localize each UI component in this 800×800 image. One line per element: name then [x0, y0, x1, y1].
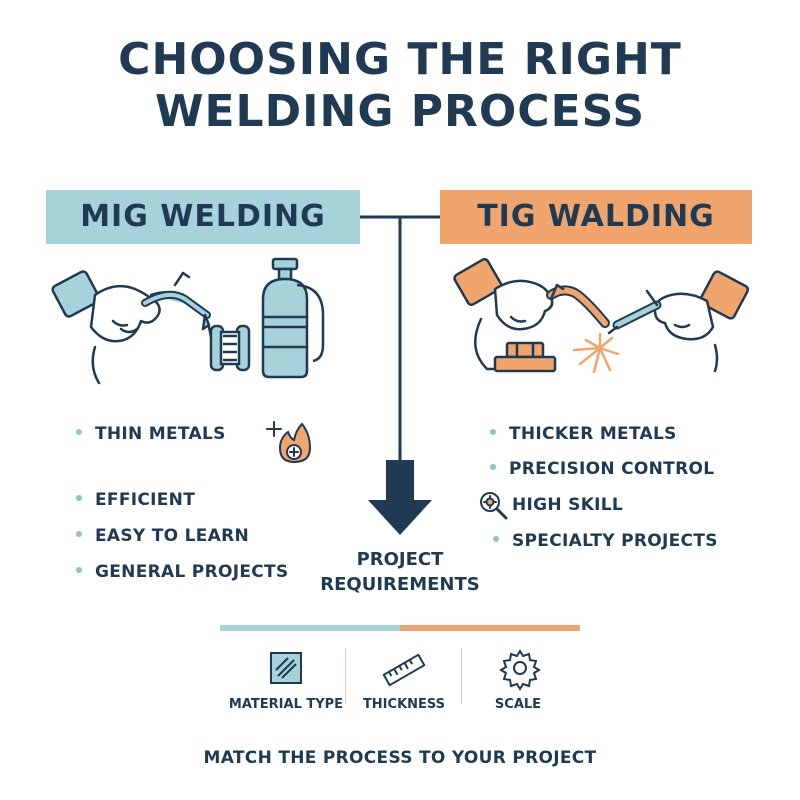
bullet-icon [490, 464, 496, 470]
gear-icon [499, 649, 541, 691]
filler-rod-hand-icon [607, 270, 750, 373]
factor-label-material: MATERIAL TYPE [228, 697, 344, 712]
divider-bar-tig [400, 625, 580, 631]
factor-separator [461, 648, 462, 704]
footer-tagline: MATCH THE PROCESS TO YOUR PROJECT [203, 748, 597, 768]
mig-point-label: EFFICIENT [95, 490, 196, 510]
magnifier-gear-icon [480, 492, 508, 520]
tig-heading: TIG WALDING [440, 190, 752, 244]
mig-point-label: GENERAL PROJECTS [95, 562, 289, 582]
gas-cylinder-icon [261, 257, 325, 379]
tig-torch-hand-icon [453, 257, 610, 373]
bullet-icon [76, 429, 82, 435]
spark-icon [572, 332, 620, 374]
center-label-line-1: PROJECT [356, 549, 444, 570]
mig-point-label: EASY TO LEARN [95, 526, 250, 546]
factor-label-thickness: THICKNESS [362, 697, 446, 712]
down-arrow-icon [368, 460, 432, 535]
tig-point-label: SPECIALTY PROJECTS [512, 531, 718, 551]
title-line-2: WELDING PROCESS [154, 86, 646, 137]
mig-point-label: THIN METALS [95, 424, 226, 444]
divider-bar-mig [220, 625, 400, 631]
mig-point-0: THIN METALS [76, 424, 226, 444]
ruler-icon [382, 653, 426, 687]
factor-label-scale: SCALE [494, 697, 542, 712]
flame-plus-icon [266, 421, 312, 464]
title-line-1: CHOOSING THE RIGHT [118, 34, 682, 85]
tig-point-label: HIGH SKILL [512, 495, 624, 515]
factor-separator [345, 648, 346, 704]
bullet-icon [493, 536, 499, 542]
mig-point-3: GENERAL PROJECTS [76, 562, 288, 582]
bullet-icon [76, 531, 82, 537]
mig-heading: MIG WELDING [46, 190, 360, 244]
mig-point-1: EFFICIENT [76, 490, 195, 510]
tig-point-label: THICKER METALS [509, 424, 677, 444]
tig-point-3: SPECIALTY PROJECTS [493, 531, 718, 551]
mig-torch-hand-icon [51, 270, 213, 385]
tig-point-2: HIGH SKILL [512, 495, 623, 515]
material-icon [270, 652, 302, 684]
mig-point-2: EASY TO LEARN [76, 526, 249, 546]
tig-point-1: PRECISION CONTROL [490, 459, 714, 479]
tig-point-0: THICKER METALS [490, 424, 677, 444]
bullet-icon [76, 567, 82, 573]
tig-point-label: PRECISION CONTROL [509, 459, 715, 479]
wire-spool-icon [209, 324, 251, 372]
bullet-icon [490, 429, 496, 435]
bullet-icon [76, 495, 82, 501]
center-label-line-2: REQUIREMENTS [320, 574, 480, 595]
